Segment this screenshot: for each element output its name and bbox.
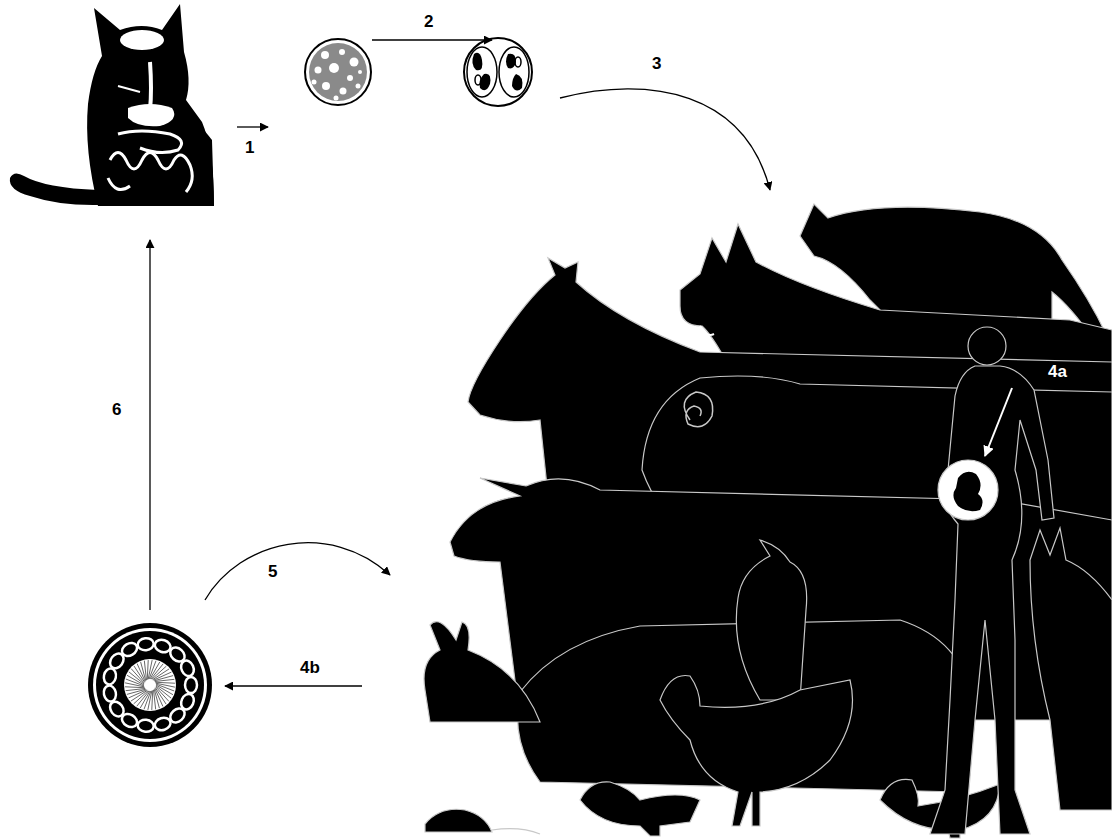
intermediate-hosts xyxy=(424,204,1112,838)
dog-tongue xyxy=(700,326,714,335)
callout-number: 4b xyxy=(300,658,320,678)
sheep-horn xyxy=(684,392,712,427)
sporulated-oocyst xyxy=(464,38,532,106)
cyst-fibre xyxy=(155,679,174,681)
bradyzoite xyxy=(102,684,117,702)
tissue-cyst xyxy=(88,623,212,747)
arrow-5 xyxy=(205,543,390,600)
fetus xyxy=(953,472,982,512)
uterus xyxy=(938,460,998,520)
arrow-6 xyxy=(149,240,150,610)
unsporulated-oocyst xyxy=(305,39,371,105)
cyst-fibre xyxy=(129,690,147,698)
arrow-2 xyxy=(372,39,492,40)
arrow-4a xyxy=(985,388,1012,456)
cyst-fibre xyxy=(154,672,172,680)
bradyzoite xyxy=(120,640,140,658)
cyst-fibre xyxy=(137,664,145,682)
callout-number: 5 xyxy=(268,562,277,582)
bradyzoite xyxy=(153,716,172,732)
cyst-fibre xyxy=(154,690,156,709)
cycle-arrows xyxy=(150,40,770,686)
callout-number: 3 xyxy=(652,54,661,74)
callout-number: 2 xyxy=(424,12,433,32)
cyst-fibre xyxy=(144,661,146,680)
arrow-1 xyxy=(237,126,268,127)
bradyzoite xyxy=(137,637,154,651)
cat-host xyxy=(10,4,214,206)
cyst-fibre xyxy=(155,689,163,707)
callout-number: 4a xyxy=(1046,362,1069,382)
arrow-3 xyxy=(560,89,770,190)
cyst-fibre xyxy=(156,684,174,691)
bradyzoite xyxy=(137,719,154,733)
bradyzoite xyxy=(185,677,197,693)
callout-number: 6 xyxy=(112,400,121,420)
callout-number: 1 xyxy=(245,138,254,158)
bradyzoite xyxy=(179,659,196,678)
arrow-4b xyxy=(225,685,362,686)
bradyzoite xyxy=(102,667,117,685)
cyst-fibre xyxy=(126,689,145,691)
